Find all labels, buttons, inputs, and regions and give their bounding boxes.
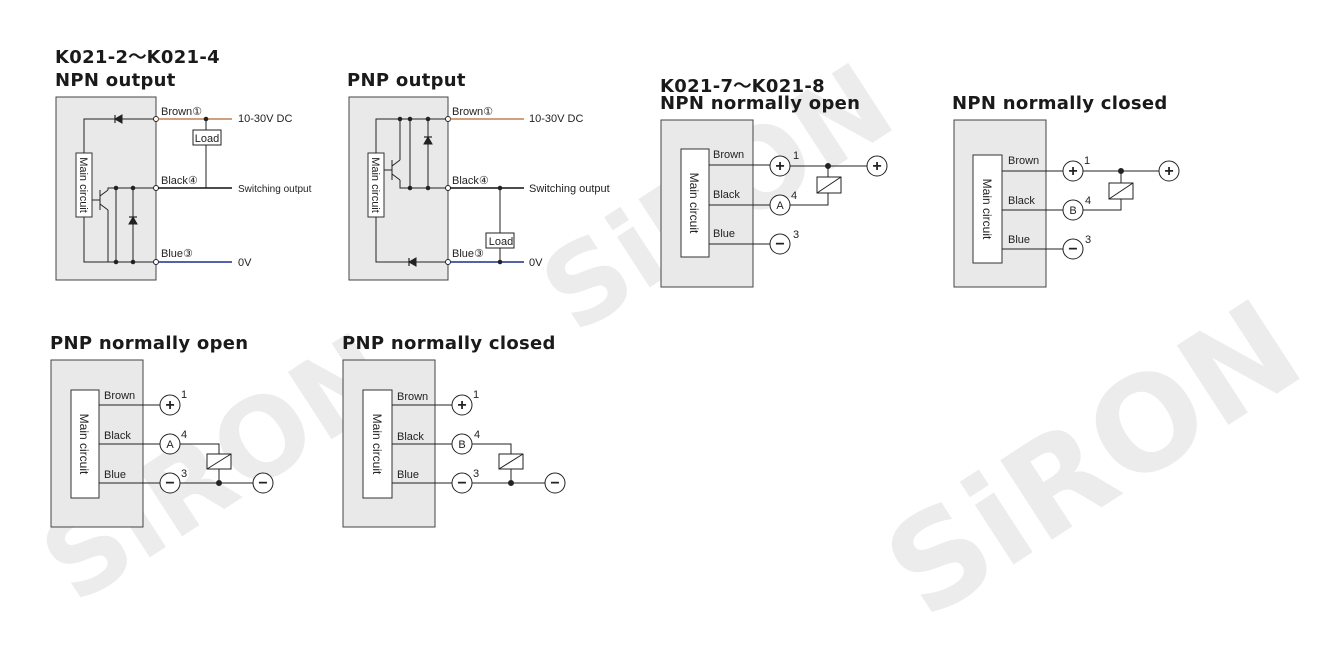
plus-symbol: + xyxy=(165,397,174,414)
supply-label: 10-30V DC xyxy=(529,113,583,125)
plus-symbol: + xyxy=(457,397,466,414)
load-label: Load xyxy=(489,236,513,248)
plus-symbol: + xyxy=(1164,163,1173,180)
plus-symbol: + xyxy=(872,158,881,175)
blue-wire-label: Blue xyxy=(1008,234,1030,246)
minus-symbol: − xyxy=(457,475,466,492)
supply-plus-terminal xyxy=(1158,160,1180,182)
blue-wire-label: Blue③ xyxy=(161,248,193,260)
pnp-output-title: PNP output xyxy=(347,70,466,91)
black-wire-label: Black xyxy=(397,431,424,443)
plus-terminal xyxy=(159,394,181,416)
pin-number: 4 xyxy=(1085,195,1091,207)
output-label: Switching output xyxy=(238,184,312,195)
wiring-diagrams: Main circuit Load Brown① Black④ Blue③ 10… xyxy=(50,96,1180,528)
npn-output-title: NPN output xyxy=(55,70,176,91)
brown-wire-label: Brown xyxy=(713,149,744,161)
minus-symbol: − xyxy=(165,475,174,492)
minus-symbol: − xyxy=(550,475,559,492)
ground-label: 0V xyxy=(529,257,543,269)
blue-wire-label: Blue xyxy=(397,469,419,481)
pin-number: 3 xyxy=(1085,234,1091,246)
pnp-no-diagram: Main circuit Brown Black Blue + A − 1 4 … xyxy=(50,359,274,528)
brown-wire-label: Brown xyxy=(1008,155,1039,167)
npn-no-title: NPN normally open xyxy=(660,93,861,114)
pin-number: 1 xyxy=(181,389,187,401)
output-symbol: A xyxy=(166,439,174,451)
pin-number: 4 xyxy=(474,429,480,441)
pin-number: 1 xyxy=(1084,155,1090,167)
brown-wire-label: Brown① xyxy=(452,106,493,118)
load-box xyxy=(192,129,222,146)
plus-symbol: + xyxy=(775,158,784,175)
ground-label: 0V xyxy=(238,257,252,269)
pin-number: 1 xyxy=(473,389,479,401)
black-wire-label: Black④ xyxy=(452,175,489,187)
supply-minus-terminal xyxy=(544,472,566,494)
minus-terminal xyxy=(769,233,791,255)
black-wire-label: Black xyxy=(713,189,740,201)
pin-number: 1 xyxy=(793,150,799,162)
plus-terminal xyxy=(451,394,473,416)
blue-wire-label: Blue xyxy=(104,469,126,481)
load-box xyxy=(485,232,515,249)
minus-symbol: − xyxy=(258,475,267,492)
supply-plus-terminal xyxy=(866,155,888,177)
main-circuit-label: Main circuit xyxy=(980,179,994,240)
supply-minus-terminal xyxy=(252,472,274,494)
minus-symbol: − xyxy=(775,236,784,253)
npn-nc-diagram: Main circuit Brown Black Blue + B − 1 4 … xyxy=(953,119,1180,288)
blue-wire-label: Blue③ xyxy=(452,248,484,260)
pin-number: 4 xyxy=(791,190,797,202)
main-circuit-label: Main circuit xyxy=(370,414,384,475)
pnp-nc-title: PNP normally closed xyxy=(342,333,556,354)
black-wire-label: Black xyxy=(104,430,131,442)
npn-nc-title: NPN normally closed xyxy=(952,93,1168,114)
main-circuit-label: Main circuit xyxy=(369,157,381,213)
section2-model-range: K021-7～K021-8 xyxy=(660,76,825,97)
main-circuit-block xyxy=(680,148,710,258)
blue-wire-label: Blue xyxy=(713,228,735,240)
main-circuit-block xyxy=(972,154,1003,264)
pin-number: 3 xyxy=(793,229,799,241)
main-circuit-label: Main circuit xyxy=(77,157,89,213)
section1-model-range: K021-2～K021-4 xyxy=(55,47,220,68)
npn-no-diagram: Main circuit Brown Black Blue + A − 1 4 … xyxy=(660,119,888,288)
pnp-no-title: PNP normally open xyxy=(50,333,249,354)
brown-wire-label: Brown xyxy=(104,390,135,402)
output-symbol: B xyxy=(458,439,465,451)
pin-number: 3 xyxy=(181,468,187,480)
pin-number: 4 xyxy=(181,429,187,441)
main-circuit-label: Main circuit xyxy=(687,173,701,234)
minus-symbol: − xyxy=(1068,241,1077,258)
plus-symbol: + xyxy=(1068,163,1077,180)
main-circuit-block xyxy=(362,389,393,499)
npn-output-diagram: Main circuit Load Brown① Black④ Blue③ 10… xyxy=(55,96,312,281)
output-label: Switching output xyxy=(529,183,610,195)
brown-wire-label: Brown① xyxy=(161,106,202,118)
output-symbol: A xyxy=(776,200,784,212)
pnp-output-diagram: Main circuit Load Brown① Black④ Blue③ 10… xyxy=(348,96,610,281)
black-wire-label: Black④ xyxy=(161,175,198,187)
minus-terminal xyxy=(1062,238,1084,260)
brown-wire-label: Brown xyxy=(397,391,428,403)
supply-label: 10-30V DC xyxy=(238,113,292,125)
load-label: Load xyxy=(195,133,219,145)
pin-number: 3 xyxy=(473,468,479,480)
pnp-nc-diagram: Main circuit Brown Black Blue + B − 1 4 … xyxy=(342,359,566,528)
black-wire-label: Black xyxy=(1008,195,1035,207)
output-symbol: B xyxy=(1069,205,1076,217)
main-circuit-label: Main circuit xyxy=(77,414,91,475)
